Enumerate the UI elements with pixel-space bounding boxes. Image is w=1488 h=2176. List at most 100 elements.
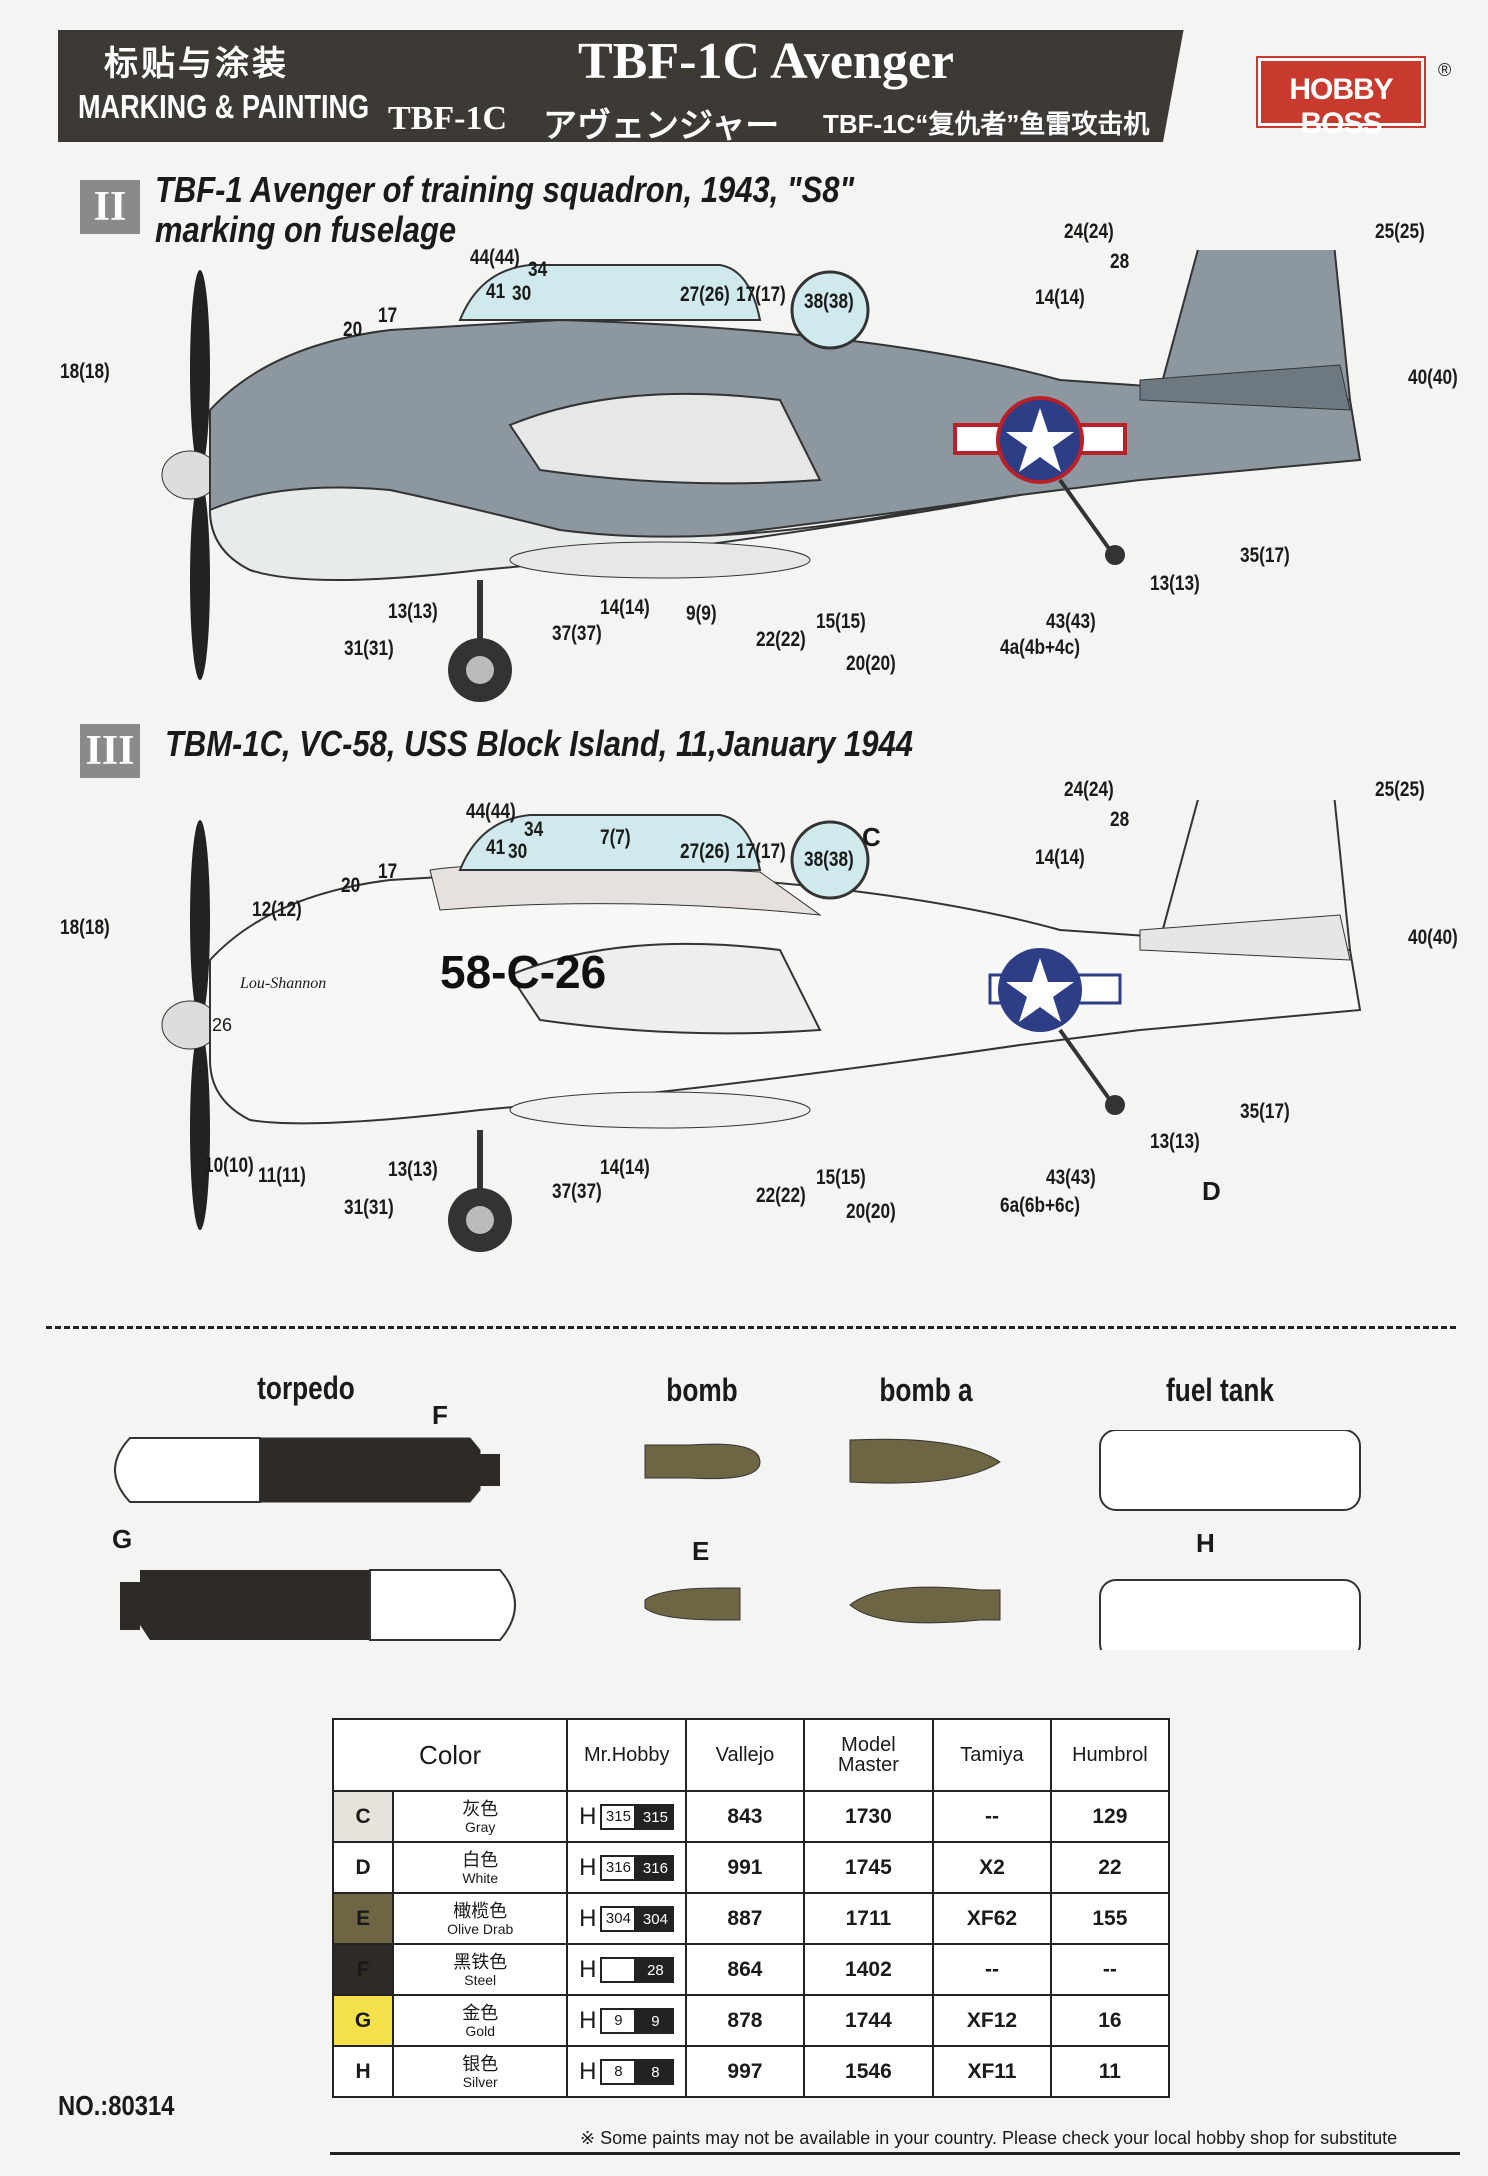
color-code: F (331, 1943, 395, 1996)
vallejo-cell: 878 (685, 1994, 805, 2047)
bomb (644, 1587, 741, 1621)
humbrol-cell: 16 (1049, 1994, 1171, 2047)
color-name-cn: 黑铁色 (453, 1951, 508, 1972)
torpedo-body (259, 1437, 481, 1503)
callout: 31(31) (344, 637, 394, 660)
header-color: Color (331, 1718, 569, 1792)
vallejo-cell: 997 (685, 2045, 805, 2098)
horizontal-stabilizer (1139, 364, 1351, 411)
model-master-cell: 1745 (802, 1841, 935, 1894)
footer-rule (330, 2152, 1460, 2155)
ordnance-drawings (114, 1430, 1361, 1650)
callout: 10(10) (204, 1154, 254, 1177)
torpedo-tail-fin (120, 1582, 140, 1630)
humbrol-cell: 22 (1049, 1841, 1171, 1894)
tail-gear-strut (1058, 478, 1112, 552)
mr-hobby-code: 9 (600, 2007, 637, 2034)
color-name-cn: 金色 (462, 2002, 499, 2023)
callout: 28 (1110, 808, 1130, 831)
callout: 17(17) (736, 283, 786, 306)
header-humbrol: Humbrol (1049, 1718, 1171, 1792)
brand-name: HOBBY BOSS (1289, 73, 1393, 140)
turret (790, 820, 870, 900)
callout: 41 (486, 836, 506, 859)
bomb-a-label: bomb a (879, 1372, 973, 1408)
callout: 22(22) (756, 628, 806, 651)
callout: 9(9) (686, 602, 717, 625)
tamiya-cell: XF12 (932, 1994, 1052, 2047)
color-letter-c: C (862, 822, 881, 852)
bomb-label: bomb (666, 1372, 738, 1408)
mr-hobby-code: 315 (600, 1803, 637, 1830)
callout: 15(15) (816, 610, 866, 633)
canopy (458, 814, 762, 871)
color-code: D (331, 1841, 395, 1894)
callout: 34 (528, 258, 548, 281)
torpedo-nose (114, 1437, 261, 1503)
callout: 43(43) (1046, 610, 1096, 633)
color-name-en: Olive Drab (447, 1920, 514, 1937)
torpedo-tail-fin (480, 1454, 500, 1486)
tail-wheel (1105, 1095, 1125, 1115)
callout: 20(20) (846, 652, 896, 675)
fuel-tank (1099, 1430, 1361, 1511)
mr-hobby-code: 304 (600, 1905, 637, 1932)
callout: 22(22) (756, 1184, 806, 1207)
callout: 43(43) (1046, 1166, 1096, 1189)
callout: 18(18) (60, 916, 110, 939)
fuel-tank (1099, 1579, 1361, 1650)
torpedo-nose (369, 1569, 516, 1641)
callout: 37(37) (552, 1180, 602, 1203)
registered-mark: ® (1438, 60, 1452, 80)
scheme-iii-title: TBM-1C, VC-58, USS Block Island, 11,Janu… (165, 723, 913, 764)
humbrol-cell: 129 (1049, 1790, 1171, 1843)
vallejo-cell: 843 (685, 1790, 805, 1843)
color-code: G (331, 1994, 395, 2047)
bomb-bay-fairing (509, 1091, 811, 1129)
insignia-star (1006, 958, 1074, 1022)
header-banner: 标贴与涂装 MARKING & PAINTING TBF-1C Avenger … (58, 30, 1451, 145)
callout: 14(14) (1035, 286, 1085, 309)
color-name-en: White (462, 1869, 499, 1886)
callout: 37(37) (552, 622, 602, 645)
tamiya-cell: XF62 (932, 1892, 1052, 1945)
tail-wheel (1105, 545, 1125, 565)
mr-hobby-code: 316 (600, 1854, 637, 1881)
mr-hobby-code-dark: 316 (636, 1854, 675, 1881)
main-wheel-hub (466, 1206, 494, 1234)
callout: 11(11) (258, 1164, 306, 1187)
callout: 7(7) (600, 826, 631, 849)
vallejo-cell: 887 (685, 1892, 805, 1945)
mr-hobby-code (600, 1956, 637, 1983)
callout: 14(14) (1035, 846, 1085, 869)
callout: 31(31) (344, 1196, 394, 1219)
scheme-ii-badge: II (80, 180, 140, 234)
fuselage-underside (208, 486, 1021, 581)
scheme-iii-aircraft-drawing (161, 800, 1362, 1252)
propeller-blade-top (190, 270, 210, 470)
callout: 30 (508, 840, 528, 863)
callout: 27(26) (680, 840, 730, 863)
nose-art: Lou-Shannon (240, 975, 327, 992)
callout: 35(17) (1240, 1100, 1290, 1123)
header-mr-hobby: Mr.Hobby (566, 1718, 688, 1792)
propeller-blade-bottom (190, 480, 210, 680)
canopy (458, 264, 762, 321)
vallejo-cell: 991 (685, 1841, 805, 1894)
callout: 13(13) (1150, 1130, 1200, 1153)
bomb-bay-fairing (509, 541, 811, 579)
callout: 13(13) (1150, 572, 1200, 595)
callout: 17 (378, 304, 398, 327)
tamiya-cell: -- (932, 1790, 1052, 1843)
callout: 14(14) (600, 596, 650, 619)
subtitle-japanese: アヴェンジャー (543, 107, 780, 145)
mr-hobby-code-dark: 8 (636, 2058, 675, 2085)
model-master-cell: 1730 (802, 1790, 935, 1843)
